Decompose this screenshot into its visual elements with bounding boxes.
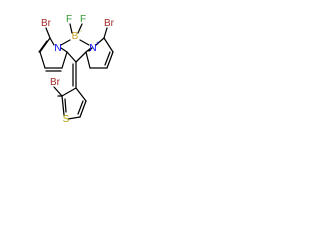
bodipy-structure-diagram: Br F F Br N B − N + Br S [38, 14, 115, 125]
bond [85, 47, 92, 53]
bond [39, 37, 51, 53]
fluorine-label-right: F [80, 14, 86, 25]
bond [60, 39, 71, 46]
bond [66, 51, 77, 63]
bond [53, 86, 63, 97]
bond [79, 100, 87, 118]
bond [75, 51, 87, 63]
bond [79, 39, 90, 46]
bond [77, 100, 84, 115]
bond [69, 23, 73, 34]
bromine-label-left: Br [41, 18, 52, 29]
bond [85, 51, 91, 69]
bond [77, 23, 83, 34]
bond [106, 51, 114, 69]
bond [75, 87, 87, 102]
bond [67, 116, 81, 120]
bromine-label-thiophene: Br [50, 77, 61, 88]
bond [38, 40, 48, 53]
bond [61, 87, 77, 97]
bond [95, 37, 105, 46]
bond [39, 51, 46, 69]
bond [64, 98, 67, 113]
bond [45, 27, 51, 39]
bond-lines [38, 23, 114, 120]
fluorine-label-left: F [66, 14, 72, 25]
nitrogen-charge: + [96, 41, 100, 47]
boron-charge: − [78, 29, 82, 35]
bond [103, 27, 108, 39]
bond [61, 95, 65, 116]
boron-label: B [72, 31, 79, 42]
bond [49, 37, 55, 46]
bromine-label-right: Br [104, 18, 115, 29]
sulfur-label: S [63, 114, 70, 125]
nitrogen-label-right: N [89, 43, 96, 54]
bond [61, 51, 68, 69]
nitrogen-label-left: N [54, 43, 61, 54]
atom-labels: Br F F Br N B − N + Br S [41, 14, 115, 125]
bond [104, 51, 111, 66]
bond [60, 47, 68, 53]
bond [88, 47, 93, 52]
bond [103, 37, 114, 53]
